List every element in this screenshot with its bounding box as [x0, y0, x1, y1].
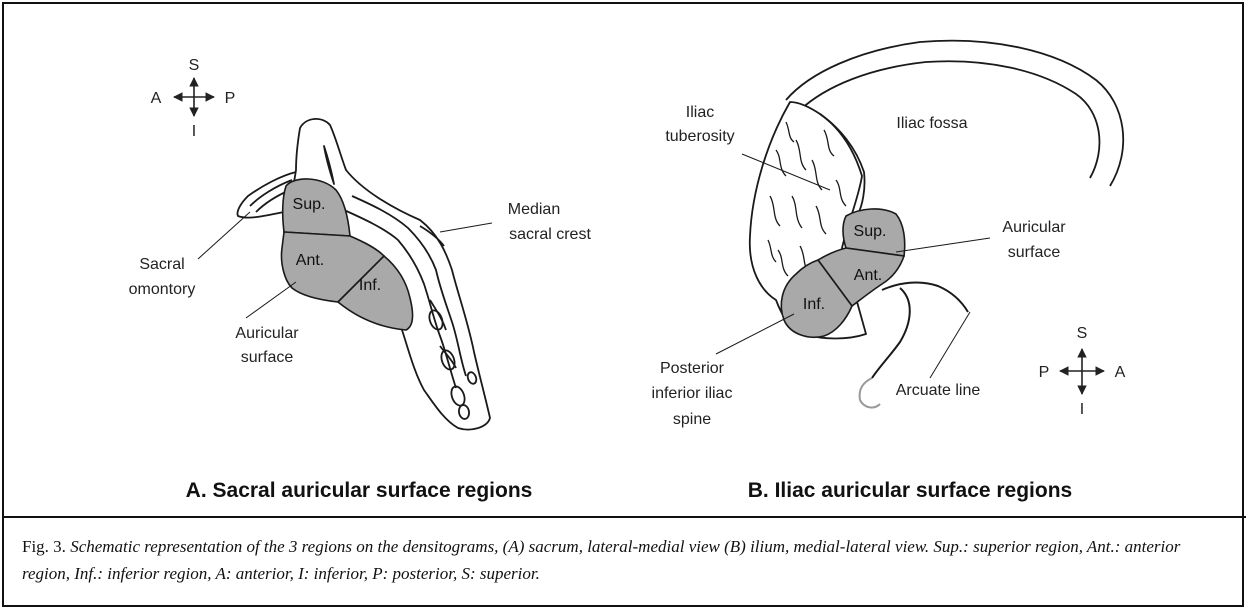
ilium-label-sup: Sup. — [854, 223, 887, 240]
label-iliac-fossa: Iliac fossa — [896, 115, 967, 132]
compass-b-inferior: I — [1080, 401, 1084, 418]
label-spine: spine — [673, 411, 711, 428]
panel-a-compass: S A P I — [151, 57, 236, 140]
label-arcuate-line: Arcuate line — [896, 382, 981, 399]
label-surface-a: surface — [241, 349, 294, 366]
sacrum-label-inf: Inf. — [359, 277, 381, 294]
label-tuberosity: tuberosity — [665, 128, 734, 145]
label-surface-b: surface — [1008, 244, 1061, 261]
panel-b-title: B. Iliac auricular surface regions — [748, 479, 1072, 502]
caption-label: Fig. 3. — [22, 537, 66, 556]
compass-b-posterior: P — [1039, 364, 1050, 381]
label-auricular-a: Auricular — [235, 325, 299, 342]
label-inferior-iliac: inferior iliac — [652, 385, 733, 402]
compass-b-superior: S — [1077, 325, 1088, 342]
panel-b-compass: S P A I — [1039, 325, 1126, 418]
panel-a-title: A. Sacral auricular surface regions — [186, 479, 533, 502]
label-median: Median — [508, 201, 560, 218]
ilium-label-ant: Ant. — [854, 267, 882, 284]
label-iliac: Iliac — [686, 104, 714, 121]
compass-a-anterior: A — [151, 90, 162, 107]
label-omontory: omontory — [129, 281, 196, 298]
label-auricular-b: Auricular — [1002, 219, 1066, 236]
sacrum-label-sup: Sup. — [293, 196, 326, 213]
sacrum-label-ant: Ant. — [296, 252, 324, 269]
compass-a-inferior: I — [192, 123, 196, 140]
compass-b-anterior: A — [1115, 364, 1126, 381]
figure-caption: Fig. 3. Schematic representation of the … — [22, 533, 1232, 587]
caption-text: Schematic representation of the 3 region… — [22, 537, 1180, 583]
label-posterior: Posterior — [660, 360, 725, 377]
label-sacral-crest: sacral crest — [509, 226, 591, 243]
compass-a-posterior: P — [225, 90, 236, 107]
label-sacral: Sacral — [139, 256, 184, 273]
compass-a-superior: S — [189, 57, 200, 74]
ilium-label-inf: Inf. — [803, 296, 825, 313]
